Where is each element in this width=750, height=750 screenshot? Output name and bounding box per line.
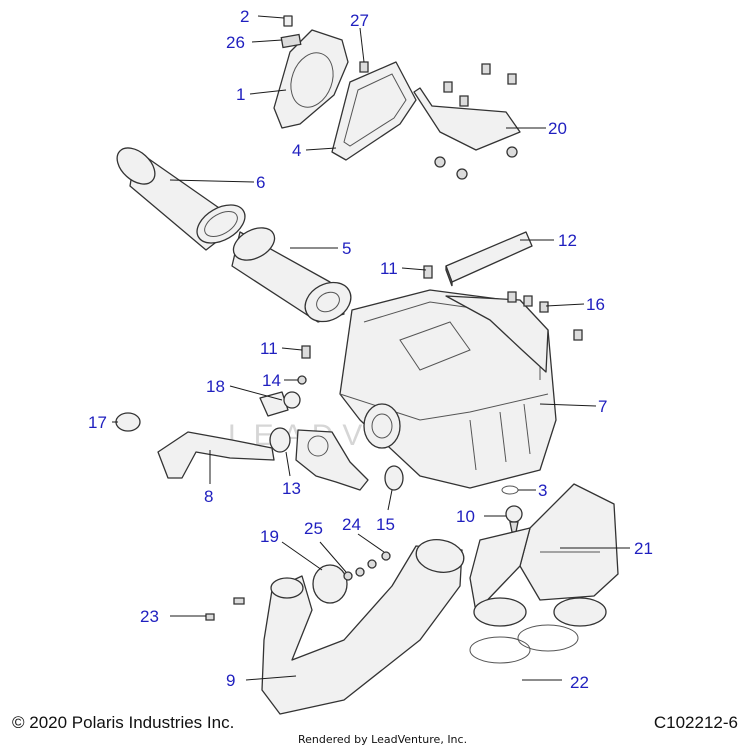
callout-14: 14 bbox=[262, 371, 281, 390]
part-12-foam bbox=[445, 231, 533, 287]
callout-6: 6 bbox=[256, 173, 265, 192]
part-6-sleeve bbox=[116, 147, 246, 251]
callout-8: 8 bbox=[204, 487, 213, 506]
rendered-by-text: Rendered by LeadVenture, Inc. bbox=[298, 733, 468, 746]
part-1-cover bbox=[273, 15, 349, 129]
part-25-washer bbox=[343, 571, 353, 581]
callout-23: 23 bbox=[140, 607, 159, 626]
part-24-nut bbox=[381, 551, 391, 561]
callout-20: 20 bbox=[548, 119, 567, 138]
callout-3: 3 bbox=[538, 481, 547, 500]
part-3-oring bbox=[501, 485, 519, 495]
callout-25: 25 bbox=[304, 519, 323, 538]
callout-17: 17 bbox=[88, 413, 107, 432]
callout-18: 18 bbox=[206, 377, 225, 396]
part-14-washer bbox=[297, 375, 307, 385]
part-23-bolt bbox=[233, 597, 245, 605]
callout-11-lower: 11 bbox=[260, 339, 278, 358]
part-15-grommet bbox=[384, 465, 404, 491]
part-11-bolt-lower bbox=[301, 345, 311, 359]
callout-22: 22 bbox=[570, 673, 589, 692]
callout-19: 19 bbox=[260, 527, 279, 546]
callout-11-upper: 11 bbox=[380, 259, 398, 278]
part-17-clamp bbox=[115, 412, 141, 432]
part-5-filter bbox=[231, 227, 352, 323]
callout-26: 26 bbox=[226, 33, 245, 52]
part-22-clamps bbox=[469, 624, 579, 664]
callout-5: 5 bbox=[342, 239, 351, 258]
part-24-washer-a bbox=[355, 567, 365, 577]
part-21-duct bbox=[469, 483, 619, 627]
diagram-id: C102212-6 bbox=[653, 713, 738, 732]
part-2-screw bbox=[283, 15, 293, 27]
callout-1: 1 bbox=[236, 85, 245, 104]
part-23-bolt-b bbox=[205, 613, 215, 621]
copyright-text: © 2020 Polaris Industries Inc. bbox=[12, 713, 235, 732]
callout-13: 13 bbox=[282, 479, 301, 498]
part-10-sensor bbox=[505, 505, 523, 533]
part-13-valve bbox=[269, 427, 369, 491]
part-9-outlet-tube bbox=[261, 539, 465, 715]
part-24-washer-b bbox=[367, 559, 377, 569]
callout-4: 4 bbox=[292, 141, 301, 160]
part-18-sensor bbox=[259, 391, 301, 417]
callout-16: 16 bbox=[586, 295, 605, 314]
leader-lines bbox=[112, 15, 630, 681]
callout-27: 27 bbox=[350, 11, 369, 30]
callout-9: 9 bbox=[226, 671, 235, 690]
callout-24: 24 bbox=[342, 515, 361, 534]
part-20-bracket bbox=[413, 63, 521, 180]
callout-12: 12 bbox=[558, 231, 577, 250]
part-7-airbox bbox=[339, 289, 557, 489]
callout-2: 2 bbox=[240, 7, 249, 26]
part-11-bolt-upper bbox=[423, 265, 433, 279]
part-8-hose bbox=[157, 431, 275, 479]
part-16-bolts bbox=[507, 291, 583, 341]
callout-10: 10 bbox=[456, 507, 475, 526]
callouts: 2 26 1 27 4 20 6 5 12 11 16 11 14 18 7 1… bbox=[88, 7, 653, 692]
callout-7: 7 bbox=[598, 397, 607, 416]
callout-15: 15 bbox=[376, 515, 395, 534]
part-27-screw bbox=[359, 61, 369, 73]
part-4-gasket bbox=[331, 61, 417, 161]
part-19-ring bbox=[312, 564, 348, 604]
part-26-clip bbox=[280, 33, 302, 49]
callout-21: 21 bbox=[634, 539, 653, 558]
